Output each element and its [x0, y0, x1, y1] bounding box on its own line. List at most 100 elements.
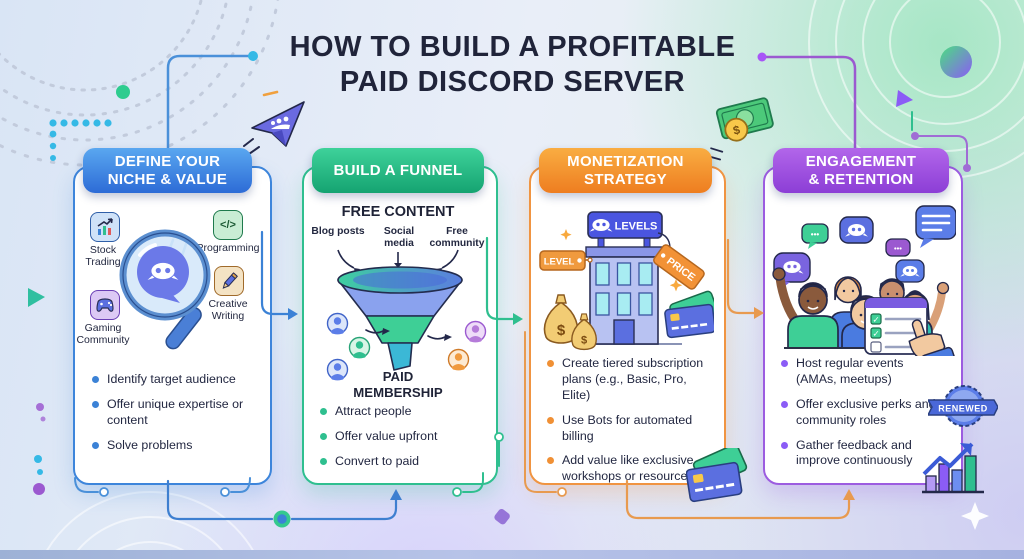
panel-header-monetization: MONETIZATION STRATEGY	[539, 148, 712, 193]
dots-glyph: •••	[811, 230, 820, 239]
panel-header-funnel: BUILD A FUNNEL	[312, 148, 484, 193]
pencil-icon	[214, 266, 244, 296]
niche-label-gaming: Gaming Community	[76, 322, 130, 347]
moneybag-dollar-glyph: $	[557, 322, 566, 339]
level-tag-text: LEVEL	[544, 257, 575, 268]
pointer-hand-icon	[908, 319, 956, 356]
green-triangle-decoration	[28, 288, 45, 307]
gradient-sphere-decoration	[940, 46, 972, 78]
credit-cards-icon	[664, 290, 714, 339]
dots-glyph: •••	[894, 244, 902, 253]
user-avatar-icon	[326, 358, 349, 381]
coin-dollar-glyph: $	[732, 122, 742, 137]
purple-triangle-decoration	[896, 90, 913, 107]
purple-dot-tiny-decoration	[40, 416, 46, 422]
bullet-text: Attract people	[335, 404, 412, 418]
stock-chart-icon	[90, 212, 120, 242]
header-text: STRATEGY	[584, 170, 667, 188]
bullet-text: Convert to paid	[335, 453, 420, 468]
credit-cards-corner-icon	[686, 448, 748, 503]
bullet-list-monetization: Create tiered subscription plans (e.g., …	[547, 356, 715, 494]
bullet-dot	[547, 457, 554, 465]
growth-chart-icon	[922, 442, 984, 494]
funnel-bottom-label: PAID MEMBERSHIP	[322, 369, 474, 401]
bottom-edge-bar	[0, 550, 1024, 559]
funnel-illustration	[337, 249, 463, 371]
funnel-source-social: Social media	[383, 226, 415, 249]
bullet-text: Offer unique expertise or content	[107, 396, 244, 427]
bullet-item: Offer exclusive perks and community role…	[781, 397, 945, 429]
dots-speech-bubble-icon: •••	[885, 238, 911, 257]
bullet-text: Add value like exclusive workshops or re…	[562, 453, 694, 484]
bullet-dot	[547, 360, 554, 367]
bullet-list-niche: Identify target audience Offer unique ex…	[92, 372, 256, 463]
header-text: BUILD A FUNNEL	[333, 161, 463, 179]
bullet-item: Identify target audience	[92, 372, 256, 388]
page-title-line2: PAID DISCORD SERVER	[339, 66, 686, 99]
sparkle-icons	[560, 229, 683, 292]
bullet-item: Create tiered subscription plans (e.g., …	[547, 356, 715, 404]
bullet-dot	[320, 432, 327, 440]
user-avatar-icon	[464, 320, 487, 343]
bullet-item: Attract people	[320, 404, 480, 420]
white-sparkle-decoration	[961, 502, 989, 530]
discord-bubble-icon	[137, 246, 189, 303]
bullet-item: Offer unique expertise or content	[92, 397, 256, 429]
niche-label-creative: Creative Writing	[208, 298, 248, 323]
dots-speech-bubble-icon: •••	[801, 223, 829, 249]
renewed-badge: RENEWED	[928, 385, 998, 427]
bullet-item: Convert to paid	[320, 454, 480, 470]
bullet-dot	[781, 400, 788, 408]
bullet-item: Use Bots for automated billing	[547, 413, 715, 445]
purple-dot-decoration	[33, 483, 45, 495]
header-text: DEFINE YOUR	[114, 153, 221, 171]
price-tag: PRICE	[653, 232, 705, 290]
header-text: MONETIZATION	[567, 153, 684, 171]
user-avatar-icon	[348, 336, 371, 359]
bullet-list-funnel: Attract people Offer value upfront Conve…	[320, 404, 480, 479]
gamepad-icon	[90, 290, 120, 320]
levels-sign: LEVELS	[587, 211, 663, 239]
user-avatar-icon	[447, 348, 470, 371]
dotted-arc-decoration	[0, 0, 280, 167]
page-title: HOW TO BUILD A PROFITABLE PAID DISCORD S…	[240, 30, 785, 101]
header-text: & RETENTION	[808, 170, 914, 188]
bullet-dot	[92, 441, 99, 449]
discord-speech-bubble-icon	[895, 259, 925, 283]
code-glyph: </>	[220, 219, 236, 231]
bullet-item: Offer value upfront	[320, 429, 480, 445]
bullet-text: Identify target audience	[107, 372, 236, 386]
purple-dot-small-decoration	[36, 403, 44, 411]
lines-speech-bubble-icon	[915, 205, 956, 248]
cyan-dot-grid-decoration	[34, 119, 112, 475]
header-text: ENGAGEMENT	[805, 153, 917, 171]
niche-label-stock: Stock Trading	[85, 244, 121, 269]
check-glyph: ✓	[872, 329, 879, 339]
money-bill-icon: $	[709, 97, 774, 161]
bullet-item: Add value like exclusive workshops or re…	[547, 453, 715, 485]
money-bags-icon: $ $	[543, 294, 597, 351]
bullet-text: Solve problems	[107, 437, 193, 452]
building-illustration: LEVELS LEVEL PRICE $	[539, 211, 714, 351]
bullet-item: Solve problems	[92, 438, 256, 454]
bullet-text: Create tiered subscription plans (e.g., …	[562, 356, 704, 402]
code-icon: </>	[213, 210, 243, 240]
bullet-text: Gather feedback and improve continuously	[796, 437, 913, 468]
levels-sign-text: LEVELS	[615, 221, 658, 233]
bullet-item: Gather feedback and improve continuously	[781, 438, 945, 470]
bullet-dot	[781, 360, 788, 367]
community-illustration: ••• •••	[772, 205, 956, 356]
bullet-text: Offer exclusive perks and community role…	[796, 396, 936, 427]
funnel-source-community: Free community	[429, 226, 485, 249]
paper-plane-icon	[243, 90, 305, 155]
bullet-list-engagement: Host regular events (AMAs, meetups) Offe…	[781, 356, 945, 478]
bullet-text: Host regular events (AMAs, meetups)	[796, 356, 904, 386]
magnifier-discord-illustration	[119, 229, 211, 350]
user-avatar-icon	[326, 312, 349, 335]
bullet-dot	[320, 408, 327, 415]
panel-header-niche: DEFINE YOUR NICHE & VALUE	[83, 148, 252, 193]
bullet-item: Host regular events (AMAs, meetups)	[781, 356, 945, 388]
bullet-dot	[320, 457, 327, 465]
